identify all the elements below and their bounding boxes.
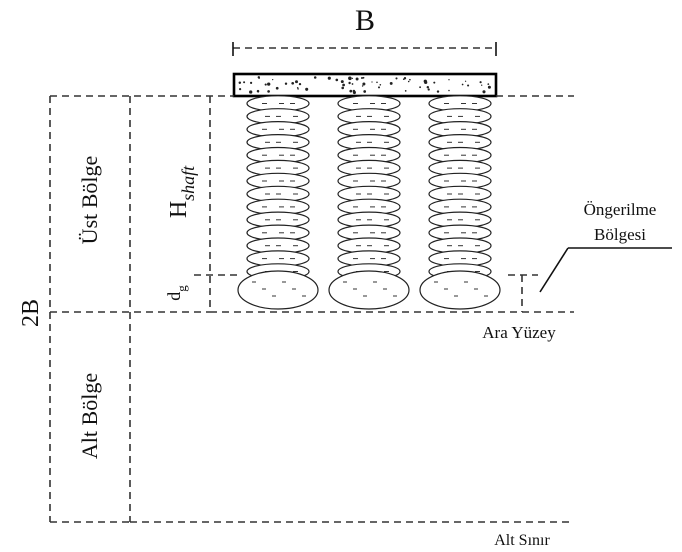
footing-speck: [355, 77, 359, 81]
footing-speck: [352, 90, 356, 95]
footing-speck: [448, 89, 450, 92]
stone-columns: [237, 95, 501, 310]
prestress-label-line2: Bölgesi: [594, 225, 646, 244]
depth-label: 2B: [18, 299, 44, 327]
stone-column: [328, 95, 410, 310]
footing-speck: [361, 77, 363, 79]
footing-speck: [379, 84, 382, 86]
footing-speck: [267, 90, 270, 93]
footing-speck: [348, 81, 351, 85]
footing-speck: [467, 84, 470, 87]
footing-speck: [327, 76, 331, 80]
footing-speck: [479, 81, 482, 84]
footing-speck: [349, 89, 353, 93]
footing-speck: [284, 82, 288, 85]
footing-texture: [238, 76, 491, 95]
footing-speck: [488, 86, 491, 89]
footing-speck: [371, 81, 373, 83]
footing-speck: [341, 86, 345, 90]
footing-speck: [482, 90, 486, 94]
footing-speck: [407, 80, 410, 83]
footing-speck: [298, 82, 302, 86]
stone-column: [419, 95, 501, 310]
footing-speck: [461, 83, 464, 86]
footing-speck: [409, 78, 411, 81]
bulb-height-main: d: [164, 292, 184, 301]
bulb-height-label: dg: [164, 285, 189, 301]
footing-speck: [342, 83, 345, 87]
shaft-height-main: H: [166, 201, 192, 218]
footing-speck: [361, 85, 364, 87]
footing-speck: [264, 83, 267, 86]
interface-label: Ara Yüzey: [482, 323, 556, 342]
footing-speck: [419, 86, 421, 89]
svg-text:dg: dg: [164, 285, 189, 301]
footing-speck: [376, 81, 378, 84]
column-bulb: [419, 270, 501, 310]
footing-speck: [402, 78, 405, 81]
bulb-height-sub: g: [174, 285, 189, 292]
svg-text:Hshaft: Hshaft: [166, 165, 198, 218]
footing-speck: [487, 83, 490, 85]
shaft-height-label: Hshaft: [166, 165, 198, 218]
footing-speck: [275, 86, 279, 90]
column-bulb: [237, 270, 319, 310]
footing-speck: [291, 81, 295, 85]
footing-speck: [243, 81, 246, 84]
upper-zone-label: Üst Bölge: [77, 156, 102, 245]
footing-speck: [258, 77, 260, 79]
prestress-leader-line: [539, 247, 569, 293]
footing-speck: [313, 76, 317, 79]
footing-speck: [363, 90, 367, 93]
footing-speck: [377, 86, 381, 89]
footing-speck: [424, 80, 428, 85]
prestress-zone-bracket: [508, 274, 538, 312]
footing-speck: [481, 84, 483, 86]
footing-speck: [395, 77, 398, 80]
stone-column: [237, 95, 319, 310]
footing-speck: [426, 85, 430, 89]
footing-speck: [249, 81, 253, 85]
footing-speck: [348, 76, 352, 80]
footing-speck: [433, 81, 436, 84]
footing-speck: [305, 87, 309, 91]
width-dimension-line: [232, 42, 497, 56]
footing-speck: [297, 88, 299, 90]
footing-speck: [340, 80, 344, 84]
shaft-height-sub: shaft: [178, 165, 198, 201]
footing-speck: [448, 79, 450, 81]
footing-speck: [464, 80, 467, 82]
footing-speck: [362, 76, 365, 79]
footing-speck: [257, 90, 260, 93]
width-label: B: [355, 4, 375, 37]
footing-speck: [436, 90, 440, 93]
footing-speck: [389, 81, 393, 85]
footing-speck: [267, 82, 271, 86]
footing-speck: [362, 82, 366, 86]
footing-speck: [427, 88, 430, 91]
footing-speck: [238, 81, 242, 85]
footing-speck: [295, 80, 298, 84]
prestress-label-line1: Öngerilme: [584, 200, 657, 219]
footing-speck: [351, 77, 354, 80]
depth-zone-box: [49, 96, 131, 523]
footing-speck: [272, 79, 274, 81]
bottom-boundary-label: Alt Sınır: [494, 532, 550, 549]
footing-speck: [351, 83, 354, 85]
footing-speck: [249, 90, 253, 94]
lower-zone-label: Alt Bölge: [77, 373, 102, 459]
footing-speck: [335, 78, 339, 82]
footing-speck: [404, 90, 407, 92]
footing-speck: [239, 88, 242, 91]
column-bulb: [328, 270, 410, 310]
